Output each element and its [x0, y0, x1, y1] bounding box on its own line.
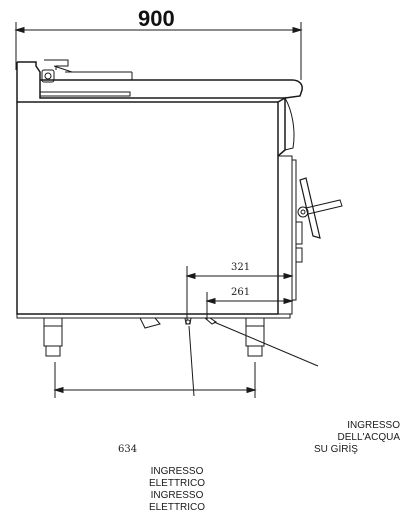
electric-inlet-label: INGRESSO ELETTRICO INGRESSO ELETTRICO [132, 466, 222, 514]
overall-depth-dimension: 900 [138, 6, 175, 31]
water-inlet-label: INGRESSO DELL'ACQUA SU GİRİŞ [314, 420, 400, 456]
front-panel [278, 155, 303, 315]
dimension-900-line [14, 22, 303, 80]
water-inlet-line-2: DELL'ACQUA [337, 432, 401, 443]
electric-inlet-line-2: ELETTRICO [148, 478, 206, 489]
leader-lines [188, 321, 319, 397]
top-knob-icon [41, 59, 73, 83]
dimension-634-label: 634 [118, 444, 138, 455]
dimension-321-label: 321 [231, 262, 251, 273]
dimension-321-line [185, 266, 294, 320]
dimension-261-label: 261 [231, 287, 251, 298]
water-inlet-line-3: SU GİRİŞ [314, 444, 358, 455]
bottom-connectors [139, 317, 217, 329]
dimension-634-line [53, 362, 257, 398]
dimension-261-line [205, 292, 294, 320]
water-inlet-line-1: INGRESSO [347, 420, 400, 431]
drain-valve-icon [297, 177, 343, 239]
electric-inlet-line-4: ELETTRICO [148, 502, 206, 513]
electric-inlet-line-1: INGRESSO [150, 466, 204, 477]
electric-inlet-line-3: INGRESSO [150, 490, 204, 501]
main-body [16, 96, 295, 319]
left-foot [43, 317, 63, 357]
right-foot [245, 317, 265, 357]
